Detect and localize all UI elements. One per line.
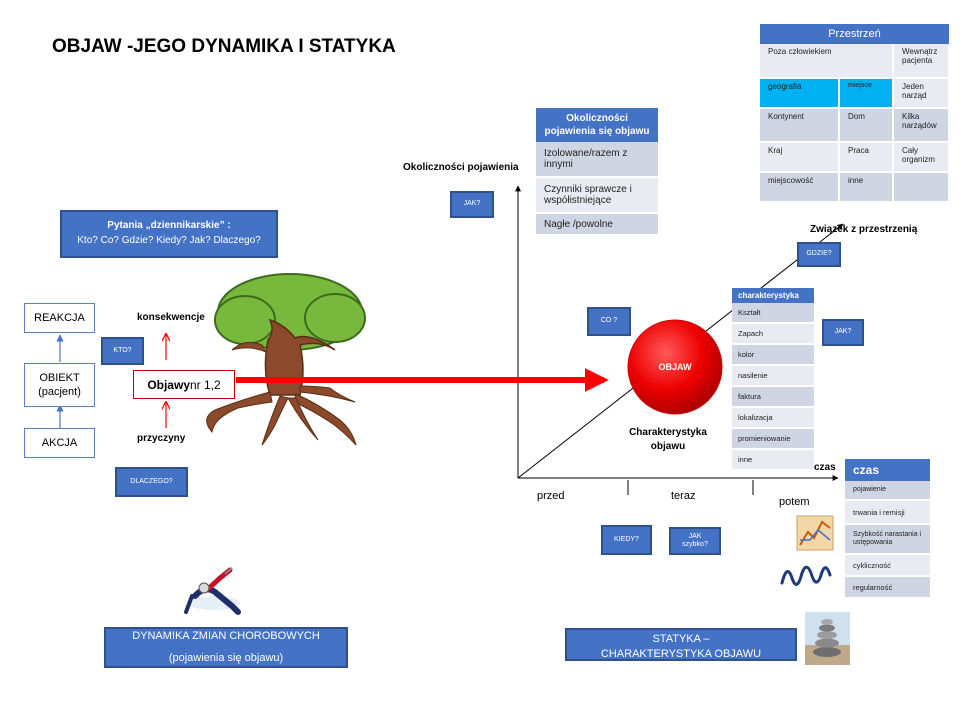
przestrzen-cell: Poza człowiekiem: [760, 44, 894, 79]
charakterystyka-row: lokalizacja: [732, 407, 814, 429]
charakterystyka-row: nasilenie: [732, 365, 814, 387]
statyka-subtitle: CHARAKTERYSTYKA OBJAWU: [600, 647, 762, 660]
jak-szybko-button: JAK szybko?: [669, 527, 721, 555]
diagonal-axis-label: Związek z przestrzenią: [810, 224, 918, 235]
teraz-label: teraz: [671, 490, 696, 502]
okolicznosci-row: Nagłe /powolne: [536, 213, 658, 236]
chart-icon: [796, 515, 834, 551]
przestrzen-cell: Dom: [839, 108, 894, 143]
przestrzen-table: Przestrzeń Poza człowiekiem Wewnątrz pac…: [760, 24, 950, 203]
y-axis-label: Okoliczności pojawienia: [403, 162, 519, 173]
statyka-title: STATYKA –: [652, 633, 710, 645]
przestrzen-cell: Jeden narząd: [893, 78, 950, 109]
konsekwencje-label: konsekwencje: [137, 312, 205, 323]
przestrzen-cell: geografia: [760, 78, 840, 109]
x-axis-label: czas: [814, 462, 836, 473]
przyczyny-label: przyczyny: [137, 433, 186, 444]
tree-illustration: [206, 273, 366, 446]
przestrzen-cell: Praca: [839, 142, 894, 173]
przestrzen-cell: Kraj: [760, 142, 840, 173]
charakterystyka-objawu-label: Charakterystyka objawu: [620, 426, 716, 453]
charakterystyka-row: Kształt: [732, 303, 814, 324]
questions-list: Kto? Co? Gdzie? Kiedy? Jak? Dlaczego?: [77, 235, 261, 246]
przestrzen-header: Przestrzeń: [760, 24, 949, 44]
czas-row: Szybkość narastania i ustępowania: [845, 524, 930, 555]
przed-label: przed: [537, 490, 565, 502]
char-label-line1: Charakterystyka: [629, 427, 707, 438]
wave-icon: [780, 565, 832, 586]
kiedy-button: KIEDY?: [601, 525, 652, 555]
charakterystyka-row: kolor: [732, 344, 814, 366]
przestrzen-cell: Kilka narządów: [893, 108, 950, 143]
obiekt-box: OBIEKT (pacjent): [24, 363, 95, 407]
objawy-label: Objawy: [147, 377, 190, 392]
objawy-number: nr 1,2: [190, 377, 221, 392]
jak-button-top: JAK?: [450, 191, 494, 218]
dynamika-title: DYNAMIKA ZMIAN CHOROBOWYCH: [132, 630, 320, 642]
charakterystyka-table: charakterystyka Kształt Zapach kolor nas…: [732, 288, 814, 471]
czas-header: czas: [845, 459, 930, 481]
dynamika-subtitle: (pojawienia się objawu): [168, 651, 284, 664]
stones-icon: [805, 612, 850, 665]
charakterystyka-header: charakterystyka: [732, 288, 814, 303]
kto-button: KTO?: [101, 337, 144, 365]
przestrzen-cell: [893, 172, 950, 203]
przestrzen-cell: Wewnątrz pacjenta: [893, 44, 950, 79]
gdzie-button: GDZIE?: [797, 242, 841, 267]
czas-row: trwania i remisji: [845, 500, 930, 525]
co-button: CO ?: [587, 307, 631, 336]
charakterystyka-row: faktura: [732, 386, 814, 408]
czas-row: pojawienie: [845, 481, 930, 501]
przestrzen-cell: Kontynent: [760, 108, 840, 143]
dlaczego-button: DLACZEGO?: [115, 467, 188, 497]
questions-box: Pytania „dziennikarskie” : Kto? Co? Gdzi…: [60, 210, 278, 258]
objaw-label: OBJAW: [658, 362, 692, 372]
charakterystyka-row: inne: [732, 449, 814, 471]
potem-label: potem: [779, 496, 810, 508]
przestrzen-cell: inne: [839, 172, 894, 203]
okolicznosci-row: Czynniki sprawcze i współistniejące: [536, 177, 658, 214]
charakterystyka-row: promieniowanie: [732, 428, 814, 450]
okolicznosci-header: Okoliczności pojawienia się objawu: [536, 108, 658, 142]
char-label-line2: objawu: [650, 440, 686, 452]
skater-icon: [184, 567, 241, 615]
czas-row: regularność: [845, 576, 930, 599]
okolicznosci-table: Okoliczności pojawienia się objawu Izolo…: [536, 108, 658, 236]
akcja-box: AKCJA: [24, 428, 95, 458]
page-title: OBJAW -JEGO DYNAMIKA I STATYKA: [52, 36, 396, 57]
questions-title: Pytania „dziennikarskie” :: [107, 220, 231, 231]
przestrzen-cell: Cały organizm: [893, 142, 950, 173]
przestrzen-cell: miejsce: [839, 78, 894, 109]
czas-row: cykliczność: [845, 554, 930, 577]
przestrzen-cell: miejscowość: [760, 172, 840, 203]
objaw-circle: [627, 319, 723, 415]
czas-table: czas pojawienie trwania i remisji Szybko…: [845, 459, 930, 599]
reakcja-box: REAKCJA: [24, 303, 95, 333]
jak-button-right: JAK?: [822, 319, 864, 346]
okolicznosci-row: Izolowane/razem z innymi: [536, 142, 658, 178]
objawy-box: Objawy nr 1,2: [133, 370, 235, 399]
statyka-box: STATYKA – CHARAKTERYSTYKA OBJAWU: [565, 628, 797, 661]
charakterystyka-row: Zapach: [732, 323, 814, 345]
dynamika-box: DYNAMIKA ZMIAN CHOROBOWYCH (pojawienia s…: [104, 627, 348, 668]
